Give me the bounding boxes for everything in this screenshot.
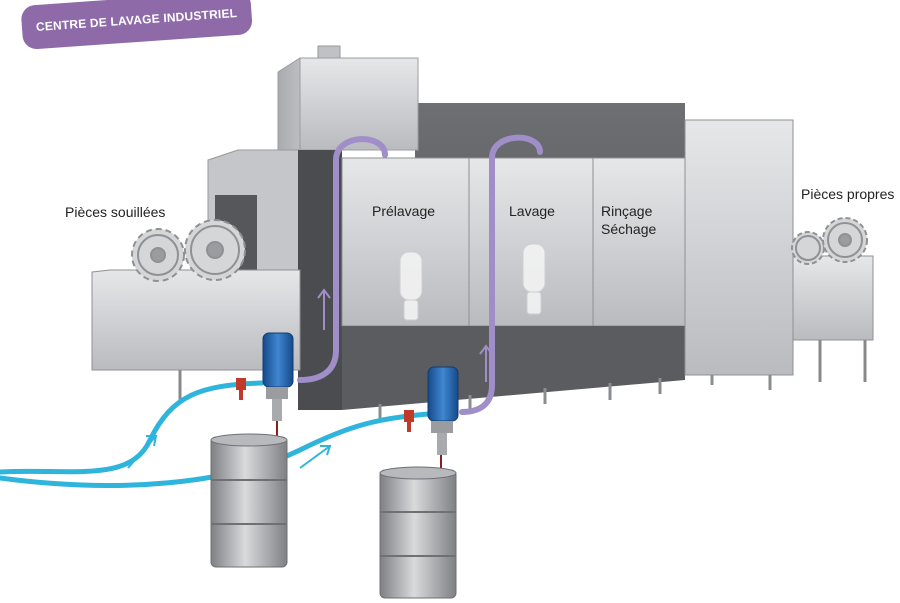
exhaust-hood [277,45,419,151]
chemical-flow-arrow [317,288,493,382]
exit-conveyor [792,255,874,382]
gear-icon [791,217,868,265]
label-prewash: Prélavage [372,203,436,219]
chemical-barrel-1 [210,433,288,568]
chemical-dosing-lines [297,134,543,415]
chamber-rinse-dry [592,157,686,327]
label-clean-parts: Pièces propres [801,186,895,202]
label-wash: Lavage [509,203,555,219]
spray-nozzle-icon [399,243,546,321]
label-rinse: Rinçage [601,203,653,219]
dosing-pump-2 [427,366,459,455]
dosing-pump-1 [262,332,294,421]
label-dirty-parts: Pièces souillées [65,204,166,220]
exit-tower [684,119,794,376]
gear-icon [131,219,246,282]
valve-icon [236,378,414,432]
chemical-barrel-2 [379,466,457,599]
water-flow-arrow [127,435,332,469]
label-drying: Séchage [601,221,657,237]
entry-conveyor [91,269,301,400]
machine-base [342,326,685,410]
